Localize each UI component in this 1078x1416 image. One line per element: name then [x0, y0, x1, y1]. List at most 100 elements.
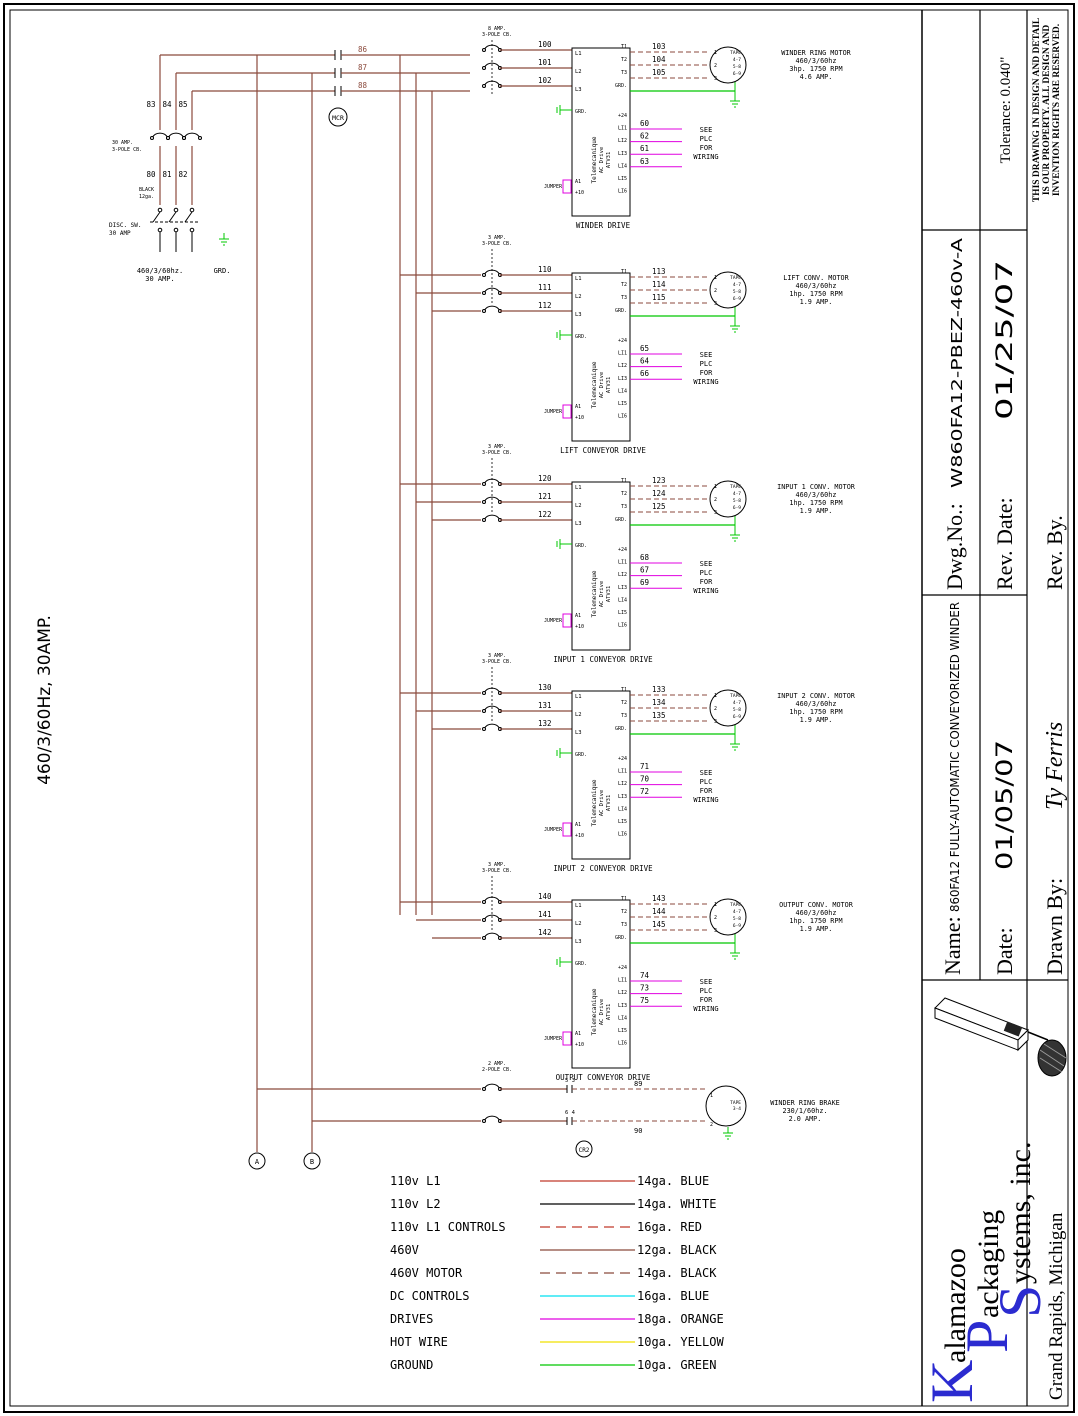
tape-label: TAPE: [730, 1100, 741, 1106]
wire-number: 89: [634, 1080, 642, 1088]
motor-spec: 460/3/60hz: [796, 282, 837, 290]
plc-note: PLC: [700, 778, 713, 786]
motor-icon: [709, 689, 747, 727]
wire-gauge: 12ga.: [139, 194, 154, 200]
breaker-terminal: [482, 309, 486, 313]
motor-terminal: 1: [714, 693, 717, 699]
breaker-pole: [482, 723, 502, 731]
side-voltage-label: 460/3/60Hz, 30AMP.: [35, 615, 55, 785]
terminal-label: T3: [621, 713, 627, 719]
tape-label: 6-9: [733, 296, 741, 302]
tape-label: 4-7: [733, 700, 741, 706]
brand-text: ATV31: [606, 377, 612, 394]
motor-icon: [709, 898, 747, 936]
legend-label: 110v L1 CONTROLS: [390, 1220, 506, 1234]
wire-number: 85: [178, 100, 187, 109]
terminal-label: T3: [621, 70, 627, 76]
wire-number: 105: [652, 68, 666, 77]
tape-label: TAPE: [730, 484, 741, 490]
motor-spec: 1hp. 1750 RPM: [789, 499, 842, 507]
tape-label: 5-8: [733, 916, 741, 922]
breaker-pole: [482, 932, 502, 940]
breaker-terminal: [482, 918, 486, 922]
company-logo: K alamazoo P ackaging S ystems, inc. Gra…: [919, 997, 1067, 1403]
terminal-label: LI2: [618, 781, 627, 787]
terminal-label: LI2: [618, 990, 627, 996]
breaker-pole: [482, 62, 502, 70]
drive-section-1: 3 AMP.3-POLE CB.110111112L1L2L3T1T2T3GRD…: [400, 235, 850, 455]
plc-note: WIRING: [693, 378, 718, 386]
breaker-pole: [482, 914, 502, 922]
drawn-by-value: Ty Ferris: [1042, 722, 1068, 810]
terminal-label: GRD.: [575, 961, 587, 967]
breaker-pole: [182, 132, 202, 140]
bus-label: B: [310, 1158, 314, 1166]
breaker-pole: [482, 80, 502, 88]
terminal-label: +10: [575, 190, 584, 196]
legend-label: 460V: [390, 1243, 419, 1257]
motor-terminal: 1: [714, 50, 717, 56]
switch-blade: [168, 211, 177, 223]
brand-text: AC Drive: [599, 790, 605, 817]
motor-spec: 460/3/60hz: [796, 57, 837, 65]
breaker-terminal: [482, 84, 486, 88]
terminal-label: LI3: [618, 1003, 627, 1009]
wire-number: 130: [538, 683, 552, 692]
wire-number: 60: [640, 119, 650, 128]
brand-text: AC Drive: [599, 581, 605, 608]
motor-spec: 1.9 AMP.: [800, 925, 833, 933]
motor-terminal: 2: [714, 63, 717, 69]
logo-line-2: ackaging: [972, 1210, 1005, 1318]
plc-note: WIRING: [693, 1005, 718, 1013]
motor-terminal: 3: [714, 76, 717, 82]
brake-spec: WINDER RING BRAKE: [770, 1099, 840, 1107]
drive-title: INPUT 2 CONVEYOR DRIVE: [553, 864, 653, 873]
mcr-coil: [328, 107, 348, 127]
cb-label: 8 AMP.: [488, 26, 506, 32]
terminal-label: +24: [618, 547, 627, 553]
switch-terminal: [189, 207, 195, 213]
breaker-terminal: [482, 709, 486, 713]
wire-number: 90: [634, 1127, 642, 1135]
plc-note: SEE: [700, 978, 713, 986]
wire-number: 66: [640, 369, 650, 378]
legend-label: 110v L2: [390, 1197, 441, 1211]
terminal-label: L2: [575, 69, 582, 75]
terminal-label: +10: [575, 415, 584, 421]
terminal-label: LI5: [618, 401, 627, 407]
ground-icon: [730, 529, 740, 542]
rev-date-value: 01/25/07: [993, 260, 1018, 420]
cr2-label: CR2: [579, 1147, 590, 1154]
wire-number: 121: [538, 492, 552, 501]
legend-label: 460V MOTOR: [390, 1266, 463, 1280]
mcr-label: MCR: [332, 114, 344, 122]
terminal-label: LI3: [618, 794, 627, 800]
terminal-label: LI2: [618, 363, 627, 369]
motor-spec: 1.9 AMP.: [800, 716, 833, 724]
motor-spec: 460/3/60hz: [796, 491, 837, 499]
breaker-terminal: [482, 900, 486, 904]
tape-label: 4-7: [733, 57, 741, 63]
motor-spec: INPUT 1 CONV. MOTOR: [777, 483, 856, 491]
motor-terminal: 1: [714, 484, 717, 490]
terminal-label: LI5: [618, 610, 627, 616]
breaker-pole: [482, 478, 502, 486]
switch-terminal: [157, 207, 163, 213]
cb-label: 3 AMP.: [488, 862, 506, 868]
terminal-label: T2: [621, 491, 627, 497]
cb-label: 3-POLE CB.: [482, 450, 512, 456]
terminal-label: +24: [618, 756, 627, 762]
terminal-label: GRD.: [615, 726, 627, 732]
drive-section-4: 3 AMP.3-POLE CB.140141142L1L2L3T1T2T3GRD…: [400, 862, 854, 1082]
breaker-terminal: [482, 727, 486, 731]
brake-spec: 2.0 AMP.: [789, 1115, 822, 1123]
terminal-label: T2: [621, 909, 627, 915]
terminal-label: LI4: [618, 806, 627, 812]
terminal-label: LI6: [618, 414, 627, 420]
drive-box: [571, 690, 631, 860]
disc-label: 30 AMP: [109, 230, 131, 237]
terminal-label: LI5: [618, 1028, 627, 1034]
legend-spec: 10ga. GREEN: [637, 1358, 716, 1372]
legend-label: 110v L1: [390, 1174, 441, 1188]
